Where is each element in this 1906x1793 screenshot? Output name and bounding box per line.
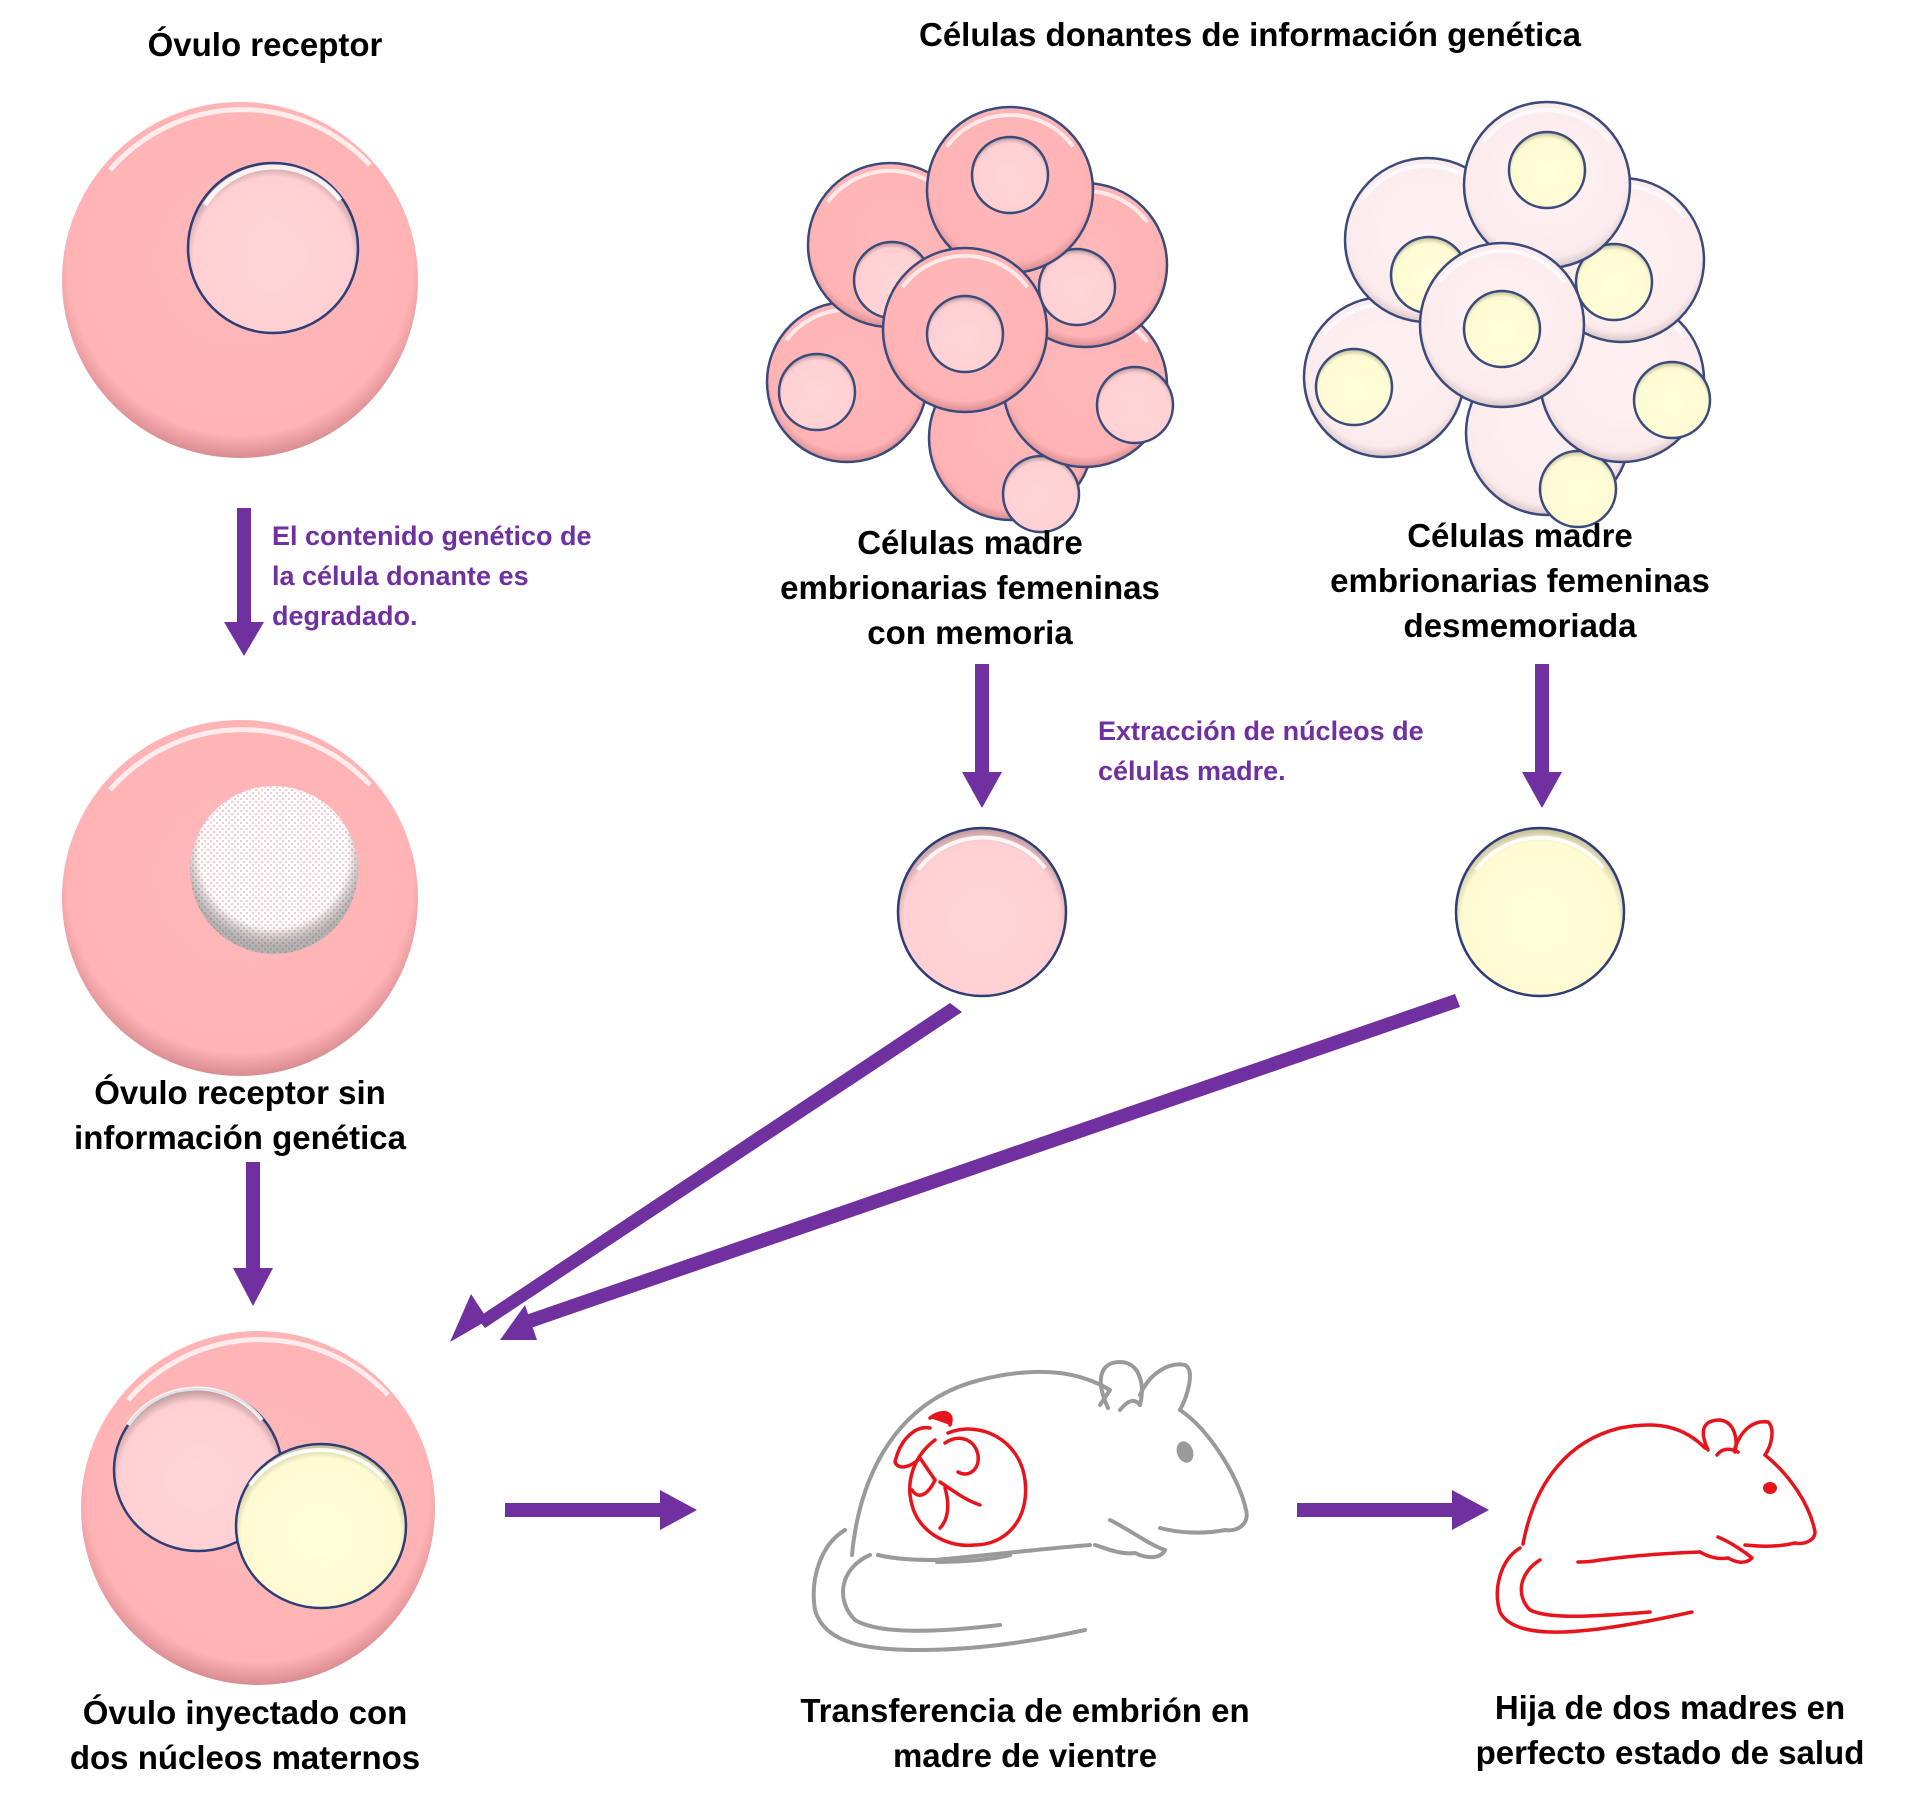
stem-cell-nucleus [1574,242,1654,322]
stem-cell-nucleus [1632,360,1712,440]
stem-cell [925,105,1095,275]
label-line: Células madre [857,524,1083,561]
header-recipient-egg: Óvulo receptor [147,26,383,63]
arrow-down-amnesic-extraction [1522,664,1562,808]
stem-cell-nucleus [1538,449,1618,529]
arrows [224,508,1562,1530]
label-line: dos núcleos maternos [69,1739,421,1776]
label-line: perfecto estado de salud [1475,1734,1865,1771]
stem-cell-nucleus [970,135,1050,215]
maternal-nucleus-yellow [234,1442,408,1610]
note-line: la célula donante es [272,561,529,591]
stem-cell-nucleus [1095,365,1175,445]
header-donor-cells: Células donantes de información genética [919,16,1581,53]
arrow-down-memory-extraction [962,664,1002,808]
label-line: Células madre [1407,517,1633,554]
label-line: Óvulo inyectado con [82,1694,408,1731]
label-line: embrionarias femeninas [1330,562,1710,599]
label-stem-cells-memory: Células madre embrionarias femeninas con… [760,520,1180,655]
arrow-right-to-birth [1297,1490,1489,1530]
note-nucleus-extraction: Extracción de núcleos de células madre. [1098,711,1424,791]
label-line: Hija de dos madres en [1494,1689,1846,1726]
arrow-down-to-injection [233,1162,273,1306]
label-embryo-transfer: Transferencia de embrión en madre de vie… [780,1688,1270,1778]
nucleus-memory [896,826,1068,998]
stem-cell-nucleus [1314,347,1394,427]
stem-cell-nucleus [925,294,1005,374]
stem-cell-nucleus [1507,130,1587,210]
label-egg-without-genetic-info: Óvulo receptor sin información genética [40,1070,440,1160]
recipient-egg [62,102,418,458]
label-stem-cells-amnesic: Células madre embrionarias femeninas des… [1310,513,1730,648]
nucleus-amnesic [1454,826,1626,998]
stem-cell-cluster-memory [765,105,1175,534]
enucleated-egg [62,720,418,1076]
arrow-down-degradation [224,508,264,656]
stem-cell [1418,241,1586,409]
arrow-diagonal-memory-nucleus [450,1003,962,1342]
label-line: embrionarias femeninas [780,569,1160,606]
label-line: con memoria [867,614,1073,651]
daughter-mouse [1495,1418,1817,1634]
nucleus [186,161,360,335]
stem-cell-nucleus [1462,289,1542,369]
stem-cell-nucleus [1001,454,1081,534]
label-line: información genética [74,1119,406,1156]
label-line: Transferencia de embrión en [800,1692,1250,1729]
surrogate-mother-mouse [811,1360,1249,1652]
stem-cell-nucleus [777,352,857,432]
note-line: Extracción de núcleos de [1098,716,1424,746]
stem-cell-nucleus [1037,247,1117,327]
stem-cell-cluster-amnesic [1302,100,1712,529]
label-line: desmemoriada [1403,607,1637,644]
arrow-diagonal-amnesic-nucleus [500,994,1460,1340]
embryo-icon [893,1410,1028,1548]
label-daughter-two-mothers: Hija de dos madres en perfecto estado de… [1460,1685,1880,1775]
note-line: células madre. [1098,756,1286,786]
label-line: madre de vientre [892,1737,1158,1774]
label-egg-two-nuclei: Óvulo inyectado con dos núcleos maternos [40,1690,450,1780]
note-line: El contenido genético de [272,521,592,551]
note-degradation: El contenido genético de la célula donan… [272,516,592,636]
stem-cell [881,246,1049,414]
label-line: Óvulo receptor sin [94,1074,386,1111]
arrow-right-to-transfer [505,1490,697,1530]
note-line: degradado. [272,601,418,631]
egg-two-nuclei [81,1331,435,1685]
